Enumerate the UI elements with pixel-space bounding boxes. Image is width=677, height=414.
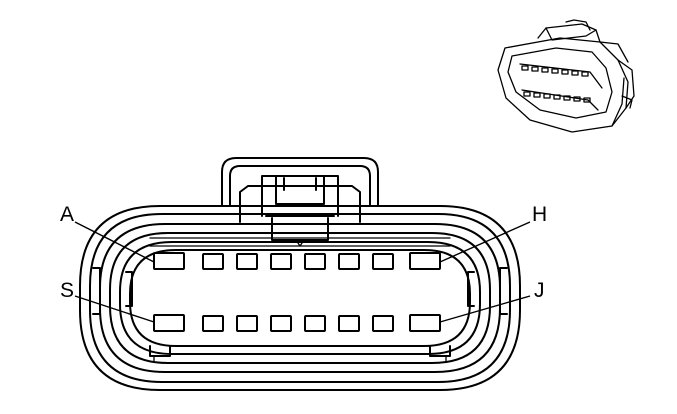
pin-cavity: [304, 315, 326, 332]
pin-cavity: [236, 253, 258, 270]
pin-cavity: [409, 252, 441, 270]
pin-cavity: [338, 253, 360, 270]
pin-cavity: [270, 315, 292, 332]
pin-cavity: [236, 315, 258, 332]
pin-cavity: [270, 253, 292, 270]
pin-cavity: [304, 253, 326, 270]
pin-cavity: [372, 315, 394, 332]
pin-label-h: H: [532, 203, 547, 226]
pin-cavity: [153, 314, 185, 332]
pin-label-j: J: [534, 279, 545, 302]
pin-label-a: A: [60, 203, 74, 226]
connector-thumbnail: [497, 19, 635, 133]
leader-line-j: [439, 295, 531, 323]
leader-line-a: [74, 221, 155, 263]
pin-label-s: S: [60, 279, 74, 302]
connector-face: [79, 157, 521, 391]
thumbnail-pin-row-bottom: [523, 91, 591, 103]
leader-line-h: [439, 221, 531, 263]
pin-cavity: [153, 252, 185, 270]
pin-row-s-j: [153, 314, 441, 332]
pin-cavity: [372, 253, 394, 270]
pin-row-a-h: [153, 252, 441, 270]
pin-cavity: [409, 314, 441, 332]
leader-line-s: [74, 295, 155, 323]
thumbnail-pin-row-top: [521, 65, 589, 77]
pin-cavity: [202, 315, 224, 332]
pin-cavity: [338, 315, 360, 332]
pin-cavity: [202, 253, 224, 270]
locking-tab: [221, 157, 379, 247]
